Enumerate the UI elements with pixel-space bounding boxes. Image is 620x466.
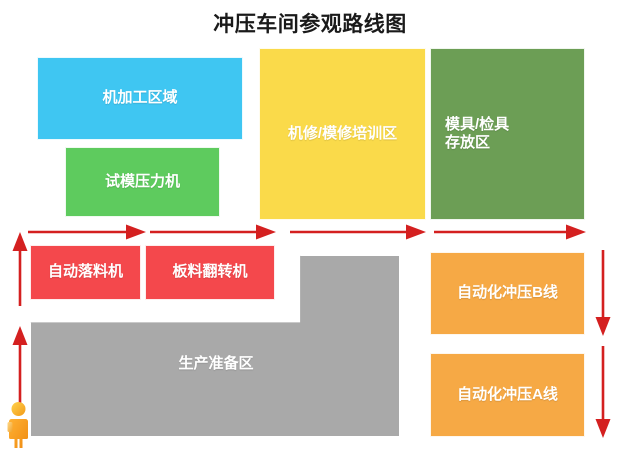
zone-automated-stamping-line-a[interactable]: 自动化冲压A线 xyxy=(430,353,585,437)
zone-automated-stamping-line-b[interactable]: 自动化冲压B线 xyxy=(430,252,585,335)
zone-die-gauge-storage-area[interactable]: 模具/检具 存放区 xyxy=(430,48,585,220)
zone-sheet-flipper-label: 板料翻转机 xyxy=(172,263,248,281)
route-arrow-top-2-right-icon xyxy=(150,222,276,242)
page-title: 冲压车间参观路线图 xyxy=(213,13,407,36)
route-arrow-top-4-right-icon xyxy=(434,222,586,242)
zone-sheet-flipper-machine[interactable]: 板料翻转机 xyxy=(145,245,275,300)
zone-auto-blanking-label: 自动落料机 xyxy=(47,263,123,281)
route-arrow-left-lower-up-icon xyxy=(10,326,30,410)
route-arrow-top-1-right-icon xyxy=(28,222,146,242)
zone-maintenance-training-area[interactable]: 机修/模修培训区 xyxy=(259,48,426,220)
route-arrow-top-3-right-icon xyxy=(290,222,426,242)
route-arrow-right-lower-down-icon xyxy=(593,346,613,438)
route-arrow-left-upper-up-icon xyxy=(10,232,30,306)
zone-machining-label: 机加工区域 xyxy=(102,89,178,107)
zone-stamping-line-b-label: 自动化冲压B线 xyxy=(457,284,558,302)
zone-auto-blanking-machine[interactable]: 自动落料机 xyxy=(30,245,141,300)
route-arrow-right-upper-down-icon xyxy=(593,250,613,336)
zone-die-storage-label: 模具/检具 存放区 xyxy=(445,115,510,151)
zone-tryout-press-label: 试模压力机 xyxy=(104,172,180,190)
visitor-person-icon xyxy=(5,400,31,450)
zone-tryout-press[interactable]: 试模压力机 xyxy=(65,147,220,217)
zone-machining-area[interactable]: 机加工区域 xyxy=(37,57,243,140)
zone-stamping-line-a-label: 自动化冲压A线 xyxy=(457,385,558,403)
zone-maintenance-training-label: 机修/模修培训区 xyxy=(287,124,398,142)
